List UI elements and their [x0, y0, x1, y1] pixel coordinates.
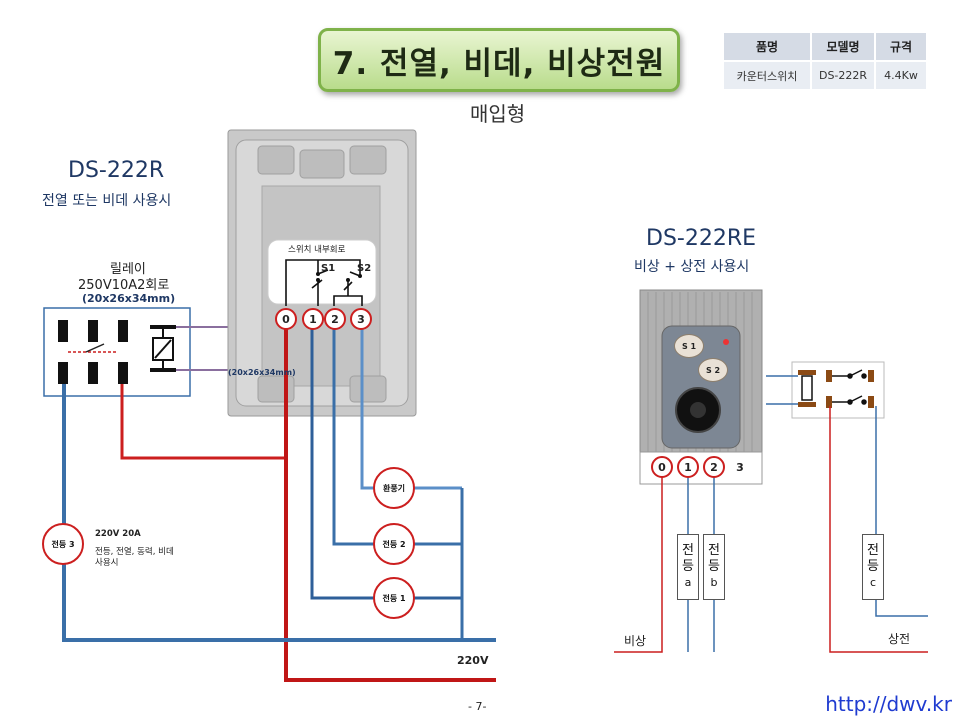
re-red-wire-c: [829, 406, 928, 653]
lamp-c-char-2: 등: [867, 559, 879, 574]
lamp-a-char-3: a: [684, 576, 692, 589]
lamp-b-box: 전 등 b: [703, 534, 725, 600]
spec-header-model: 모델명: [810, 31, 876, 62]
load-lamp-1: 전등 1: [373, 577, 415, 619]
re-terminal-1: 1: [677, 456, 699, 478]
terminal-1: 1: [302, 308, 324, 330]
terminal-3: 3: [350, 308, 372, 330]
left-model-usage: 전열 또는 비데 사용시: [42, 193, 172, 209]
note-usage-line1: 전등, 전열, 동력, 비데: [95, 547, 174, 557]
lamp-c-box: 전 등 c: [862, 534, 884, 600]
right-model-title: DS-222RE: [646, 226, 757, 251]
load-lamp-3: 전등 3: [42, 523, 84, 565]
terminal-0: 0: [275, 308, 297, 330]
lamp-b-char-3: b: [710, 576, 718, 589]
lamp-a-box: 전 등 a: [677, 534, 699, 600]
lamp-c-char-1: 전: [867, 543, 879, 558]
lamp-a-char-2: 등: [682, 559, 694, 574]
spec-cell-spec: 4.4Kw: [874, 60, 928, 91]
spec-cell-model: DS-222R: [810, 60, 876, 91]
relay-rating: 250V10A2회로: [78, 278, 170, 293]
lamp-a-char-1: 전: [682, 543, 694, 558]
page-number: - 7-: [468, 700, 487, 713]
re-red-wire-0: [614, 476, 663, 653]
right-model-usage: 비상 + 상전 사용시: [634, 259, 750, 275]
re-terminal-0: 0: [651, 456, 673, 478]
lamp-b-char-1: 전: [708, 543, 720, 558]
supply-label: 220V: [457, 654, 489, 667]
note-usage-line2: 사용시: [95, 558, 119, 568]
left-model-title: DS-222R: [68, 158, 165, 183]
re-terminal-3: 3: [729, 456, 751, 478]
page-title: 7. 전열, 비데, 비상전원: [318, 28, 680, 92]
site-url[interactable]: http://dwv.kr: [825, 692, 952, 716]
relay-size-overlay: (20x26x34mm): [228, 368, 296, 377]
blue-wire-left: [62, 384, 496, 642]
relay-coil: [150, 325, 176, 372]
mains-label: 상전: [888, 632, 911, 646]
switch-s2-label: S2: [357, 263, 372, 274]
terminal-2: 2: [324, 308, 346, 330]
note-rating: 220V 20A: [95, 529, 141, 539]
spec-table: 품명 모델명 규격 카운터스위치 DS-222R 4.4Kw: [722, 31, 928, 91]
spec-header-spec: 규격: [874, 31, 928, 62]
blue-wire-3: [360, 326, 462, 490]
switch-s1-label: S1: [321, 263, 336, 274]
lamp-b-char-2: 등: [708, 559, 720, 574]
re-led: [723, 339, 729, 345]
relay-size: (20x26x34mm): [82, 292, 176, 305]
re-button-s1[interactable]: S 1: [674, 334, 704, 358]
red-wire-a: [120, 384, 286, 460]
spec-cell-name: 카운터스위치: [722, 60, 812, 91]
emergency-label: 비상: [624, 634, 647, 648]
load-lamp-2: 전등 2: [373, 523, 415, 565]
re-button-s2[interactable]: S 2: [698, 358, 728, 382]
lamp-c-char-3: c: [869, 576, 877, 589]
load-fan: 환풍기: [373, 467, 415, 509]
switch-inner-label: 스위치 내부회로: [288, 245, 346, 255]
blue-wire-2: [332, 326, 462, 546]
relay-contacts: [58, 320, 128, 384]
spec-header-name: 품명: [722, 31, 812, 62]
relay-label: 릴레이: [110, 262, 146, 277]
re-terminal-2: 2: [703, 456, 725, 478]
red-wire-b: [284, 326, 496, 682]
page-subtitle: 매입형: [470, 102, 526, 126]
